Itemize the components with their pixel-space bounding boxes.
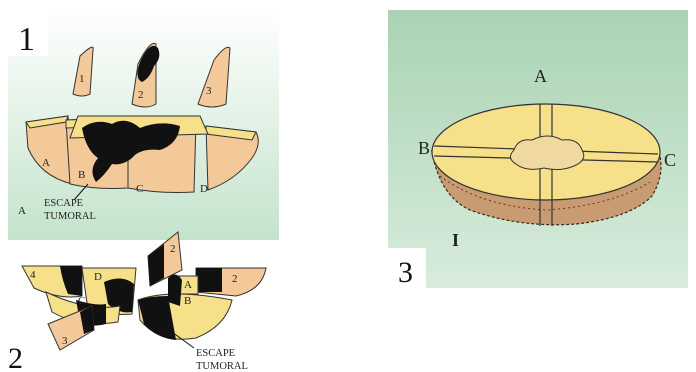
wedge-2-label: 2: [138, 89, 144, 101]
piece-4: 4: [22, 266, 82, 297]
piece-b-label: B: [184, 295, 191, 307]
point-c-label: C: [664, 150, 676, 170]
panel-1: 1 1 2 3 A B C: [8, 8, 279, 240]
piece-3-label: 3: [62, 335, 68, 347]
point-a-label: A: [534, 66, 547, 86]
escape-label-1-line2: TUMORAL: [44, 211, 96, 222]
piece-d-label: D: [94, 271, 102, 283]
panel-3: 3 A B C I: [388, 10, 688, 289]
panel-2: 2 4 D C 3 2: [8, 232, 266, 372]
piece-a: A 2: [178, 268, 266, 296]
segment-a-label: A: [42, 157, 50, 169]
wedge-1-label: 1: [79, 73, 85, 85]
segment-d-label: D: [200, 183, 208, 195]
piece-2-right-label: 2: [232, 273, 238, 285]
panel-3-figure-label: I: [452, 230, 459, 250]
piece-2-upper-label: 2: [170, 243, 176, 255]
lens-specimen: [432, 104, 661, 226]
panel-1-number: 1: [18, 21, 35, 58]
point-b-label: B: [418, 138, 430, 158]
wedge-3-label: 3: [206, 85, 212, 97]
segment-b-label: B: [78, 169, 85, 181]
escape-label-2-line1: ESCAPE: [196, 348, 235, 359]
panel-2-number: 2: [8, 342, 23, 372]
panel-3-number: 3: [398, 256, 413, 289]
piece-c-label: C: [78, 295, 85, 307]
piece-a-label: A: [184, 279, 192, 291]
piece-4-label: 4: [30, 269, 36, 281]
panel-1-figure-label: A: [18, 205, 26, 217]
escape-label-1-line1: ESCAPE: [44, 198, 83, 209]
escape-label-2-line2: TUMORAL: [196, 361, 248, 372]
segment-c-label: C: [136, 183, 143, 195]
central-tumor-outline: [510, 136, 583, 170]
